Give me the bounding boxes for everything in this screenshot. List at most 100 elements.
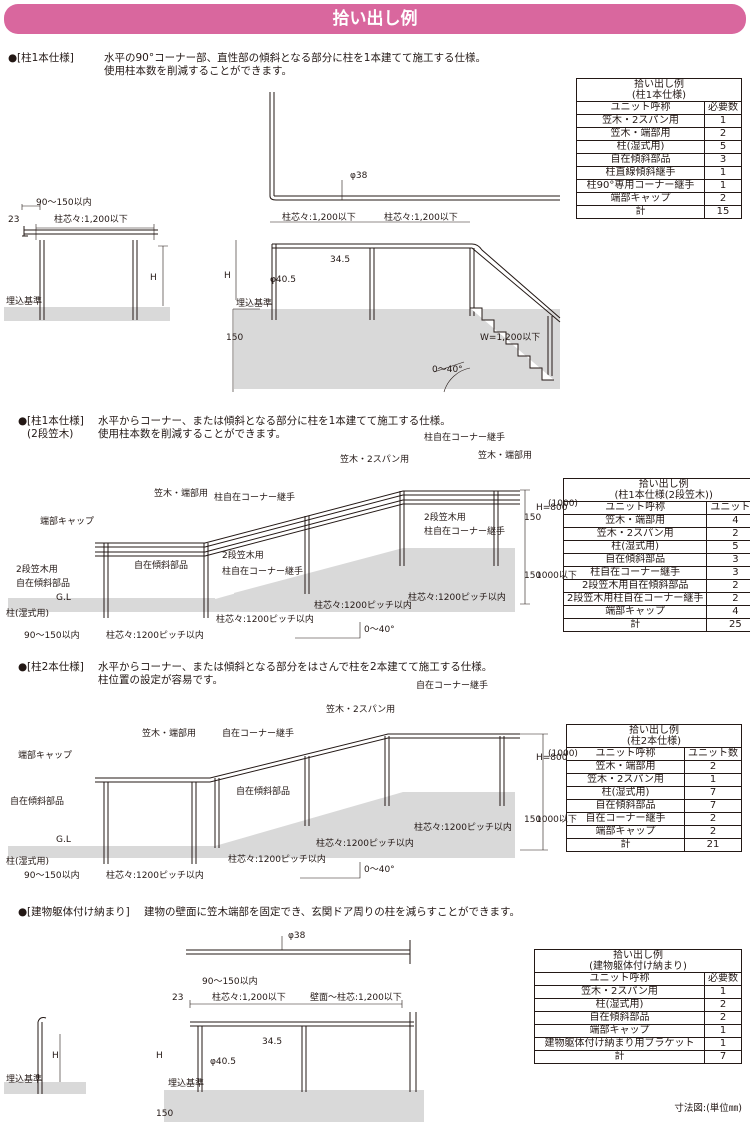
svg-text:笠木・端部用: 笠木・端部用	[154, 487, 208, 499]
ground-area	[4, 1082, 86, 1094]
table-title: 拾い出し例(柱1本仕様)	[576, 78, 742, 102]
dim-label: 150	[226, 333, 243, 343]
page-title: 拾い出し例	[4, 4, 746, 34]
table-row: 柱(湿式用)2	[534, 998, 742, 1012]
svg-text:柱自在コーナー継手: 柱自在コーナー継手	[424, 525, 505, 537]
dim-label: 柱芯々:1,200以下	[384, 211, 458, 223]
section-3-tag: [柱2本仕様]	[27, 661, 84, 673]
svg-text:笠木・2スパン用: 笠木・2スパン用	[326, 703, 395, 715]
table-row: 柱(湿式用)5	[576, 140, 742, 154]
posts	[271, 244, 553, 376]
svg-text:柱芯々:1,200以下: 柱芯々:1,200以下	[212, 991, 286, 1003]
svg-text:壁面〜柱芯:1,200以下: 壁面〜柱芯:1,200以下	[310, 991, 402, 1003]
svg-text:150: 150	[524, 513, 541, 523]
handrail-bar	[272, 243, 561, 323]
svg-text:150: 150	[156, 1109, 173, 1119]
svg-text:柱芯々:1200ピッチ以内: 柱芯々:1200ピッチ以内	[414, 821, 512, 833]
handrail-top-view	[269, 92, 560, 201]
section-3-desc: 水平からコーナー、または傾斜となる部分をはさんで柱を2本建てて施工する仕様。 柱…	[98, 661, 492, 687]
svg-text:柱自在コーナー継手: 柱自在コーナー継手	[222, 565, 303, 577]
svg-text:G.L: G.L	[56, 593, 71, 603]
svg-text:(1000): (1000)	[548, 499, 578, 509]
dim-label: 23	[8, 215, 19, 225]
section-4-desc: 建物の壁面に笠木端部を固定でき、玄関ドア周りの柱を減らすことができます。	[144, 906, 520, 919]
svg-text:柱(湿式用): 柱(湿式用)	[6, 607, 49, 619]
svg-text:23: 23	[172, 993, 183, 1003]
svg-text:2段笠木用: 2段笠木用	[16, 563, 58, 575]
dim-label: 柱芯々:1,200以下	[54, 213, 128, 225]
ground-area	[8, 548, 515, 612]
svg-text:柱芯々:1200ピッチ以内: 柱芯々:1200ピッチ以内	[408, 591, 506, 603]
svg-text:0〜40°: 0〜40°	[364, 625, 395, 635]
svg-text:笠木・端部用: 笠木・端部用	[478, 449, 532, 461]
dim-label: 0〜40°	[432, 365, 463, 375]
posts	[103, 491, 499, 618]
ground-area	[164, 1090, 424, 1122]
dim-label: H	[150, 273, 157, 283]
section-3-desc-line: 水平からコーナー、または傾斜となる部分をはさんで柱を2本建てて施工する仕様。	[98, 661, 493, 673]
section-3-note: ●[柱2本仕様]	[18, 661, 84, 674]
section-4-desc-line: 建物の壁面に笠木端部を固定でき、玄関ドア周りの柱を減らすことができます。	[144, 906, 521, 918]
bullet-icon: ●	[18, 906, 28, 918]
bullet-icon: ●	[8, 52, 18, 64]
svg-text:(1000): (1000)	[548, 749, 578, 759]
svg-text:柱芯々:1200ピッチ以内: 柱芯々:1200ピッチ以内	[216, 613, 314, 625]
unit-note: 寸法図:(単位㎜)	[674, 1103, 742, 1114]
table-title: 拾い出し例(建物躯体付け納まり)	[534, 949, 742, 973]
svg-text:埋込基準: 埋込基準	[168, 1077, 204, 1089]
ground-area	[4, 307, 170, 321]
dim-label: φ40.5	[270, 275, 296, 285]
section-2-tag2: (2段笠木)	[27, 428, 74, 440]
section-4-tag: [建物躯体付け納まり]	[27, 906, 130, 918]
svg-text:H: H	[52, 1051, 59, 1061]
svg-text:0〜40°: 0〜40°	[364, 865, 395, 875]
ground-area	[8, 792, 515, 858]
building-wall	[409, 1012, 417, 1092]
dim-label: 90〜150以内	[36, 196, 92, 208]
dim-label: φ38	[350, 171, 368, 181]
section-2-desc: 水平からコーナー、または傾斜となる部分に柱を1本建てて施工する仕様。 使用柱本数…	[98, 415, 451, 441]
dim-label: 柱芯々:1,200以下	[282, 211, 356, 223]
svg-text:H=800: H=800	[536, 753, 568, 763]
svg-text:自在コーナー継手: 自在コーナー継手	[222, 727, 294, 739]
svg-text:柱芯々:1200ピッチ以内: 柱芯々:1200ピッチ以内	[228, 853, 326, 865]
svg-text:笠木・端部用: 笠木・端部用	[142, 727, 196, 739]
svg-text:G.L: G.L	[56, 835, 71, 845]
handrail-upper	[95, 490, 520, 548]
table-row: 柱(湿式用)7	[566, 786, 742, 800]
section-1-desc-line: 使用柱本数を削減することができます。	[104, 65, 292, 77]
svg-text:自在コーナー継手: 自在コーナー継手	[416, 679, 488, 691]
svg-text:90〜150以内: 90〜150以内	[24, 869, 80, 881]
svg-text:自在傾斜部品: 自在傾斜部品	[134, 559, 188, 571]
svg-text:端部キャップ: 端部キャップ	[18, 749, 72, 761]
svg-text:柱自在コーナー継手: 柱自在コーナー継手	[424, 431, 505, 443]
dim-label: 埋込基準	[6, 295, 42, 307]
svg-text:34.5: 34.5	[262, 1037, 282, 1047]
section-1-desc-line: 水平の90°コーナー部、直性部の傾斜となる部分に柱を1本建てて施工する仕様。	[104, 52, 486, 64]
svg-text:90〜150以内: 90〜150以内	[202, 975, 258, 987]
dim-label: H	[224, 271, 231, 281]
posts	[37, 1017, 47, 1094]
section-1-note: ●[柱1本仕様]	[8, 52, 74, 65]
svg-text:1000以下: 1000以下	[536, 571, 577, 581]
svg-text:柱芯々:1200ピッチ以内: 柱芯々:1200ピッチ以内	[314, 599, 412, 611]
section-4-note: ●[建物躯体付け納まり]	[18, 906, 130, 919]
ground-area	[234, 309, 470, 389]
section-2-tag: [柱1本仕様]	[27, 415, 84, 427]
handrail-bar	[190, 1021, 414, 1027]
svg-text:自在傾斜部品: 自在傾斜部品	[236, 785, 290, 797]
